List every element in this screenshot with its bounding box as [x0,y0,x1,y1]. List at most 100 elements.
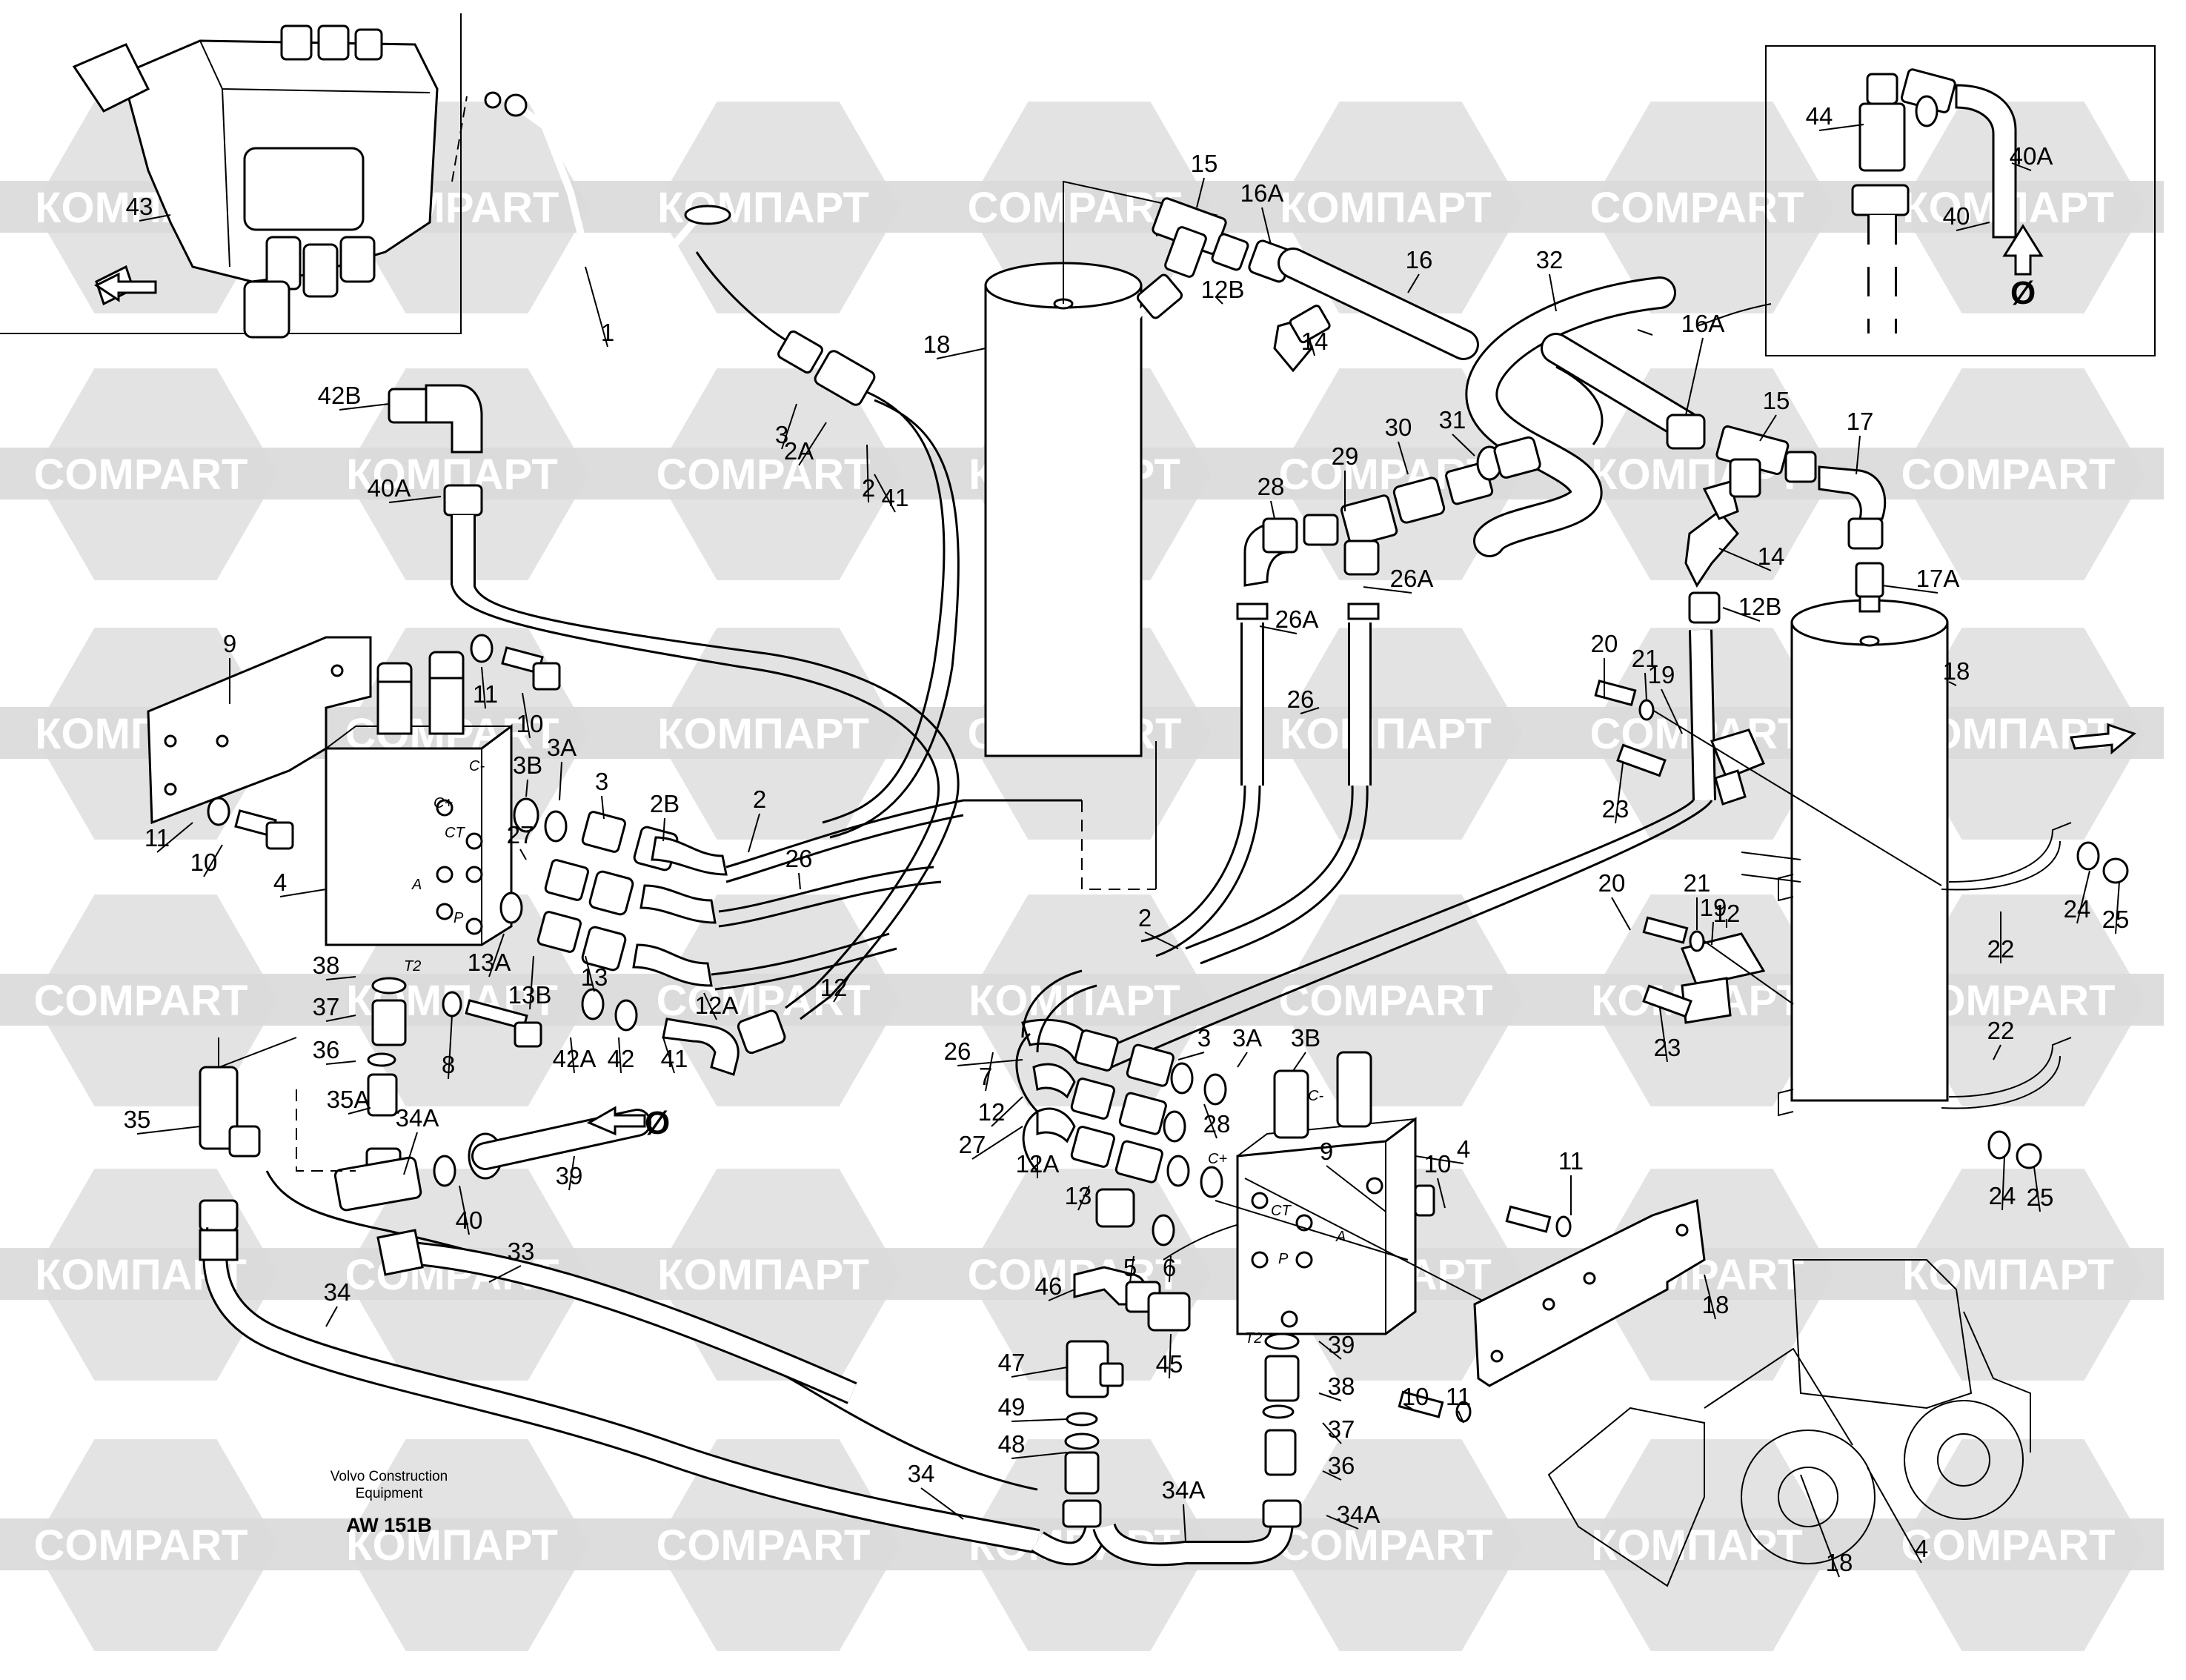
hose-12b-right [1096,480,1739,1069]
leader-line [1415,1155,1464,1164]
part-label: 13A [468,949,511,976]
leader-line [279,889,327,897]
part-label: 33 [508,1238,535,1265]
part-label: 13 [1065,1182,1092,1209]
part-label: 3 [1197,1024,1211,1052]
port-a-left: A [411,877,422,893]
part-label: 24 [2064,895,2091,923]
tee-45 [1851,73,1910,333]
leader-line [325,976,356,980]
part-label: 17 [1847,408,1874,435]
leader-line [1318,1341,1342,1360]
leader-line [1196,177,1205,208]
part-label: 3 [595,768,608,795]
watermark-text: КОМПАРТ [1280,710,1492,758]
leader-line [488,933,505,977]
watermark-tile: COMPART [1853,368,2164,580]
leader-line [1326,1515,1359,1530]
watermark-text: COMPART [34,451,248,499]
port-t2-left: T2 [404,958,421,975]
inset-detail-frame [1765,45,2156,356]
port-ct-right: CT [1271,1203,1292,1219]
leader-line [2001,1155,2005,1211]
leader-line [339,403,390,411]
part-label: 36 [1328,1452,1355,1479]
leader-line [874,474,896,513]
watermark-text: COMPART [657,1521,871,1570]
footer-company-line1: Volvo Construction [330,1469,448,1484]
part-label: 18 [1943,657,1970,685]
bolts-20-21-23 [1594,680,1942,1018]
part-label: 36 [313,1036,340,1063]
part-label: 18 [1702,1291,1730,1318]
port-p-left: P [454,910,464,926]
part-label: 20 [1598,869,1626,897]
right-block-fittings [1015,969,1505,1312]
part-label: 37 [1328,1415,1355,1443]
part-label: 26A [1390,565,1434,592]
leader-line [1363,586,1412,594]
part-label: 2 [753,786,766,813]
diameter-symbol-bottom: Ø [645,1105,670,1141]
tee-35a [199,1037,261,1232]
leader-line [781,403,797,450]
left-block-fittings [499,741,1157,991]
watermark-text: COMPART [968,184,1182,232]
part-label: 49 [998,1393,1026,1421]
valve-block-4-right: C- C+ CT A P T2 [1208,1051,1435,1347]
pipe-1 [451,91,731,275]
leader-line [1661,688,1683,734]
leader-line [1169,1255,1172,1283]
leader-line [1437,1178,1446,1209]
leader-line [1993,1044,2001,1060]
leader-line [1203,1103,1217,1139]
leader-line [985,1052,994,1092]
elbow-14-top [1273,305,1331,373]
leader-line [703,992,717,1020]
washers-bolts-10-11 [207,634,561,850]
part-label: 12B [1201,276,1245,303]
watermark-text: COMPART [1901,451,2116,499]
drawing-code: AW 151B [346,1514,432,1536]
port-c-minus-left: C- [469,758,485,774]
footer-block: Volvo Construction Equipment AW 151B [330,1469,448,1536]
right-lower-stacks [1062,1222,1302,1528]
watermark-text: КОМПАРТ [1591,1521,1803,1570]
leader-line [559,761,562,801]
leader-line [1856,435,1861,475]
part-label: 21 [1684,869,1711,897]
part-label: 6 [1163,1254,1176,1281]
port-a-right: A [1335,1229,1346,1245]
hose-12b-top [1106,273,1183,734]
diameter-symbols: Ø Ø [645,275,2036,1141]
leader-line [1011,1452,1068,1459]
part-label: 12 [820,974,848,1001]
part-label: 38 [313,952,340,979]
part-label: 2B [650,790,680,817]
pipe-16 [1278,248,1479,360]
part-label: 27 [507,821,534,849]
watermark-text: КОМПАРТ [1280,184,1492,232]
leader-line [1261,207,1272,245]
leader-line [325,1306,338,1327]
leader-line [1270,500,1275,519]
watermark-text: COMPART [1901,1521,2116,1570]
watermark-tile: КОМПАРТ [608,628,919,840]
leader-line [1048,1289,1075,1301]
part-label: 40 [1943,202,1970,230]
part-label: 31 [1439,406,1466,434]
part-label: 10 [190,849,218,876]
watermark-text: COMPART [34,977,248,1025]
part-label: 3 [775,421,788,448]
hoses-26-vertical [1140,622,1372,965]
part-label: 9 [1320,1138,1333,1165]
port-c-plus-right: C+ [1208,1151,1227,1167]
leader-line [1881,585,1939,594]
part-label: 28 [1258,473,1285,500]
part-label: 3B [1291,1024,1320,1052]
leader-line [570,1037,575,1074]
leader-line [1711,921,1714,946]
watermark-tile: КОМПАРТ [1541,1439,1853,1651]
part-label: 13 [581,963,608,991]
watermark-tile: КОМПАРТ [1230,628,1541,840]
